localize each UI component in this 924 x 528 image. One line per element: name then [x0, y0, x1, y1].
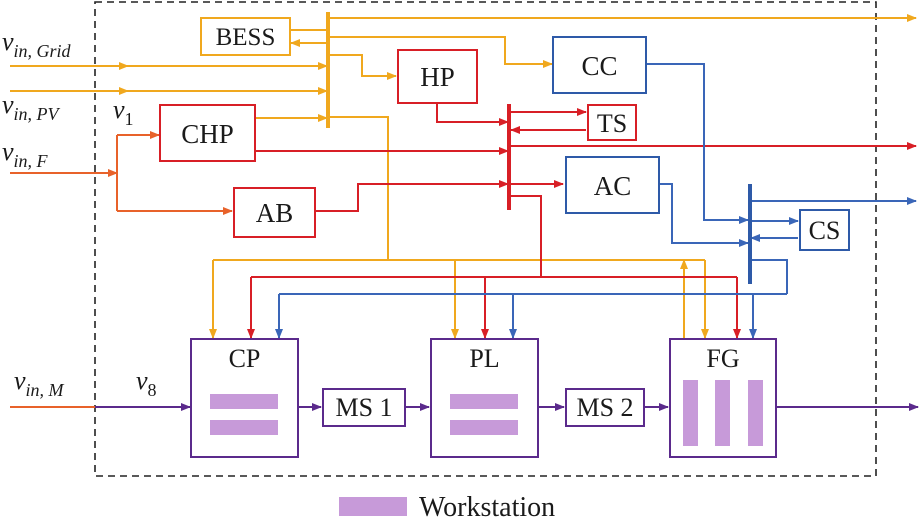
ac-box: AC: [565, 156, 660, 214]
pl-box: PL: [430, 338, 539, 458]
v1-label: v1: [113, 95, 134, 129]
pl-label: PL: [469, 344, 499, 373]
ms1-label: MS 1: [335, 393, 392, 422]
ac-label: AC: [594, 171, 632, 201]
fg-label: FG: [706, 344, 739, 373]
ms2-label: MS 2: [576, 393, 633, 422]
input-grid-label: vin, Grid: [2, 27, 72, 61]
cp-workstation-2: [210, 420, 278, 435]
chp-label: CHP: [181, 119, 234, 149]
ts-label: TS: [597, 109, 627, 138]
hp-label: HP: [420, 62, 455, 92]
electric-bus: [326, 12, 330, 128]
fg-workstation-2: [715, 380, 730, 446]
pl-workstation-2: [450, 420, 518, 435]
input-f-label: vin, F: [2, 137, 49, 171]
input-m-label: vin, M: [14, 366, 65, 400]
system-boundary: [94, 1, 877, 477]
cc-label: CC: [581, 51, 617, 81]
cp-workstation-1: [210, 394, 278, 409]
fuel-lines: [10, 131, 233, 408]
hp-box: HP: [397, 49, 478, 104]
legend-swatch: [339, 497, 407, 516]
heat-bus: [507, 104, 511, 210]
ms1-box: MS 1: [322, 388, 406, 427]
legend: Workstation: [339, 492, 555, 523]
chp-box: CHP: [159, 104, 256, 162]
v8-label: v8: [136, 366, 157, 400]
cc-box: CC: [552, 36, 647, 94]
cooling-lines: [275, 63, 917, 339]
cp-label: CP: [229, 344, 261, 373]
ms2-box: MS 2: [565, 388, 645, 427]
fg-box: FG: [669, 338, 777, 458]
fg-workstation-3: [748, 380, 763, 446]
heat-lines: [247, 103, 917, 339]
input-pv-label: vin, PV: [2, 90, 61, 124]
electricity-lines: [10, 14, 917, 339]
ab-label: AB: [256, 198, 294, 228]
bess-label: BESS: [216, 24, 276, 51]
cs-box: CS: [799, 209, 850, 251]
cp-box: CP: [190, 338, 299, 458]
pl-workstation-1: [450, 394, 518, 409]
ts-box: TS: [587, 104, 637, 141]
cooling-bus: [748, 184, 752, 284]
cs-label: CS: [809, 216, 841, 245]
ab-box: AB: [233, 187, 316, 238]
bess-box: BESS: [200, 17, 291, 56]
fg-workstation-1: [683, 380, 698, 446]
legend-label: Workstation: [419, 492, 555, 523]
